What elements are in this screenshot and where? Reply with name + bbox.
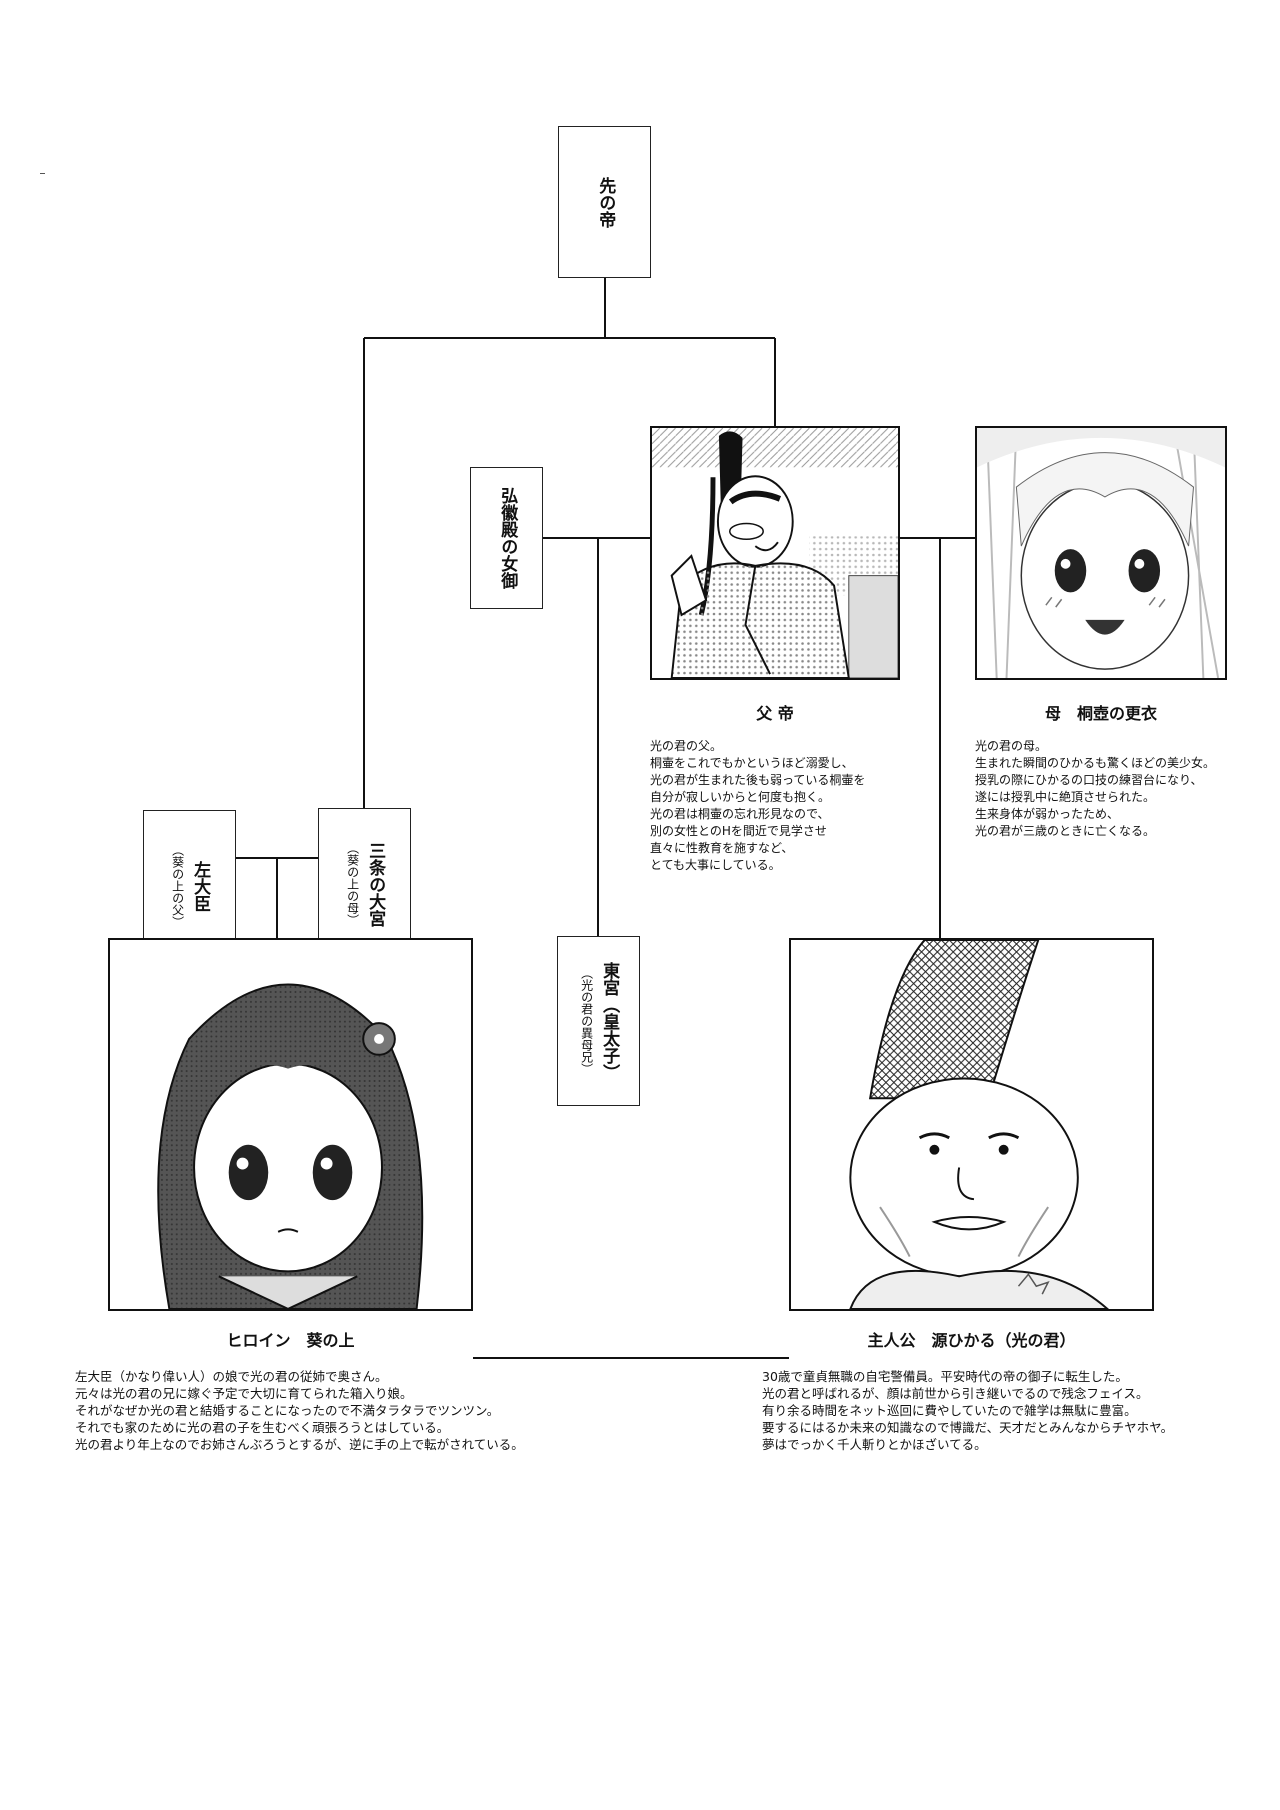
father-portrait <box>650 426 900 680</box>
node-sadaijin-name: 左大臣 <box>190 860 211 912</box>
hero-caption: 主人公 源ひかる（光の君） <box>867 1331 1076 1350</box>
mother-description: 光の君の母。 生まれた瞬間のひかるも驚くほどの美少女。 授乳の際にひかるの口技の… <box>975 738 1215 840</box>
node-kokiden: 弘徽殿の女御 <box>470 467 543 609</box>
hero-portrait <box>789 938 1154 1311</box>
node-sanjo-name: 三条の大宮 <box>365 841 386 927</box>
heroine-desc-line: 光の君より年上なのでお姉さんぶろうとするが、逆に手の上で転がされている。 <box>75 1437 524 1452</box>
hero-desc-line: 光の君と呼ばれるが、顔は前世から引き継いでるので残念フェイス。 <box>762 1386 1149 1401</box>
node-former-emperor: 先の帝 <box>558 126 651 278</box>
father-illustration <box>652 428 898 678</box>
hero-desc-line: 有り余る時間をネット巡回に費やしていたので雑学は無駄に豊富。 <box>762 1403 1137 1418</box>
node-former-emperor-name: 先の帝 <box>595 176 616 228</box>
heroine-illustration <box>110 940 471 1309</box>
node-kokiden-name: 弘徽殿の女御 <box>497 487 518 589</box>
heroine-desc-line: それがなぜか光の君と結婚することになったので不満タラタラでツンツン。 <box>75 1403 500 1418</box>
node-togu: 東宮（皇太子） （光の君の異母兄） <box>557 936 640 1106</box>
node-sanjo: 三条の大宮 （葵の上の母） <box>318 808 411 960</box>
mother-caption: 母 桐壺の更衣 <box>1044 704 1157 723</box>
node-togu-name: 東宮（皇太子） <box>599 961 620 1081</box>
father-description: 光の君の父。 桐壷をこれでもかというほど溺愛し、 光の君が生まれた後も弱っている… <box>650 738 865 874</box>
heroine-description: 左大臣（かなり偉い人）の娘で光の君の従姉で奥さん。 元々は光の君の兄に嫁ぐ予定で… <box>75 1368 524 1453</box>
node-sanjo-relation: （葵の上の母） <box>345 842 360 926</box>
mother-desc-line: 光の君の母。 <box>975 739 1048 753</box>
father-desc-line: 光の君は桐壷の忘れ形見なので、 <box>650 807 830 821</box>
father-desc-line: とても大事にしている。 <box>650 858 781 872</box>
heroine-caption: ヒロイン 葵の上 <box>226 1331 355 1350</box>
father-desc-line: 桐壷をこれでもかというほど溺愛し、 <box>650 756 854 770</box>
father-desc-line: 自分が寂しいからと何度も抱く。 <box>650 790 831 804</box>
hero-desc-line: 要するにはるか未来の知識なので博識だ、天才だとみんなからチヤホヤ。 <box>762 1420 1174 1435</box>
heroine-desc-line: 左大臣（かなり偉い人）の娘で光の君の従姉で奥さん。 <box>75 1369 388 1384</box>
mother-desc-line: 生来身体が弱かったため、 <box>975 807 1120 821</box>
heroine-desc-line: 元々は光の君の兄に嫁ぐ予定で大切に育てられた箱入り娘。 <box>75 1386 413 1401</box>
mother-desc-line: 生まれた瞬間のひかるも驚くほどの美少女。 <box>975 756 1216 770</box>
hero-desc-line: 30歳で童貞無職の自宅警備員。平安時代の帝の御子に転生した。 <box>762 1369 1128 1384</box>
heroine-desc-line: それでも家のために光の君の子を生むべく頑張ろうとはしている。 <box>75 1420 450 1435</box>
mother-desc-line: 授乳の際にひかるの口技の練習台になり、 <box>975 773 1203 787</box>
father-desc-line: 直々に性教育を施すなど、 <box>650 841 794 855</box>
mother-desc-line: 遂には授乳中に絶頂させられた。 <box>975 790 1156 804</box>
node-sadaijin: 左大臣 （葵の上の父） <box>143 810 236 962</box>
node-togu-relation: （光の君の異母兄） <box>579 967 594 1075</box>
father-desc-line: 光の君が生まれた後も弱っている桐壷を <box>650 773 866 787</box>
hero-desc-line: 夢はでっかく千人斬りとかほざいてる。 <box>762 1437 987 1452</box>
father-desc-line: 光の君の父。 <box>650 739 723 753</box>
hero-illustration <box>791 940 1152 1309</box>
node-sadaijin-relation: （葵の上の父） <box>170 844 185 928</box>
mother-desc-line: 光の君が三歳のときに亡くなる。 <box>975 824 1156 838</box>
mother-portrait <box>975 426 1227 680</box>
father-desc-line: 別の女性とのHを間近で見学させ <box>650 824 827 838</box>
stray-mark <box>40 173 45 174</box>
mother-illustration <box>977 428 1225 678</box>
hero-description: 30歳で童貞無職の自宅警備員。平安時代の帝の御子に転生した。 光の君と呼ばれるが… <box>762 1368 1173 1453</box>
heroine-portrait <box>108 938 473 1311</box>
father-caption: 父 帝 <box>756 704 794 723</box>
